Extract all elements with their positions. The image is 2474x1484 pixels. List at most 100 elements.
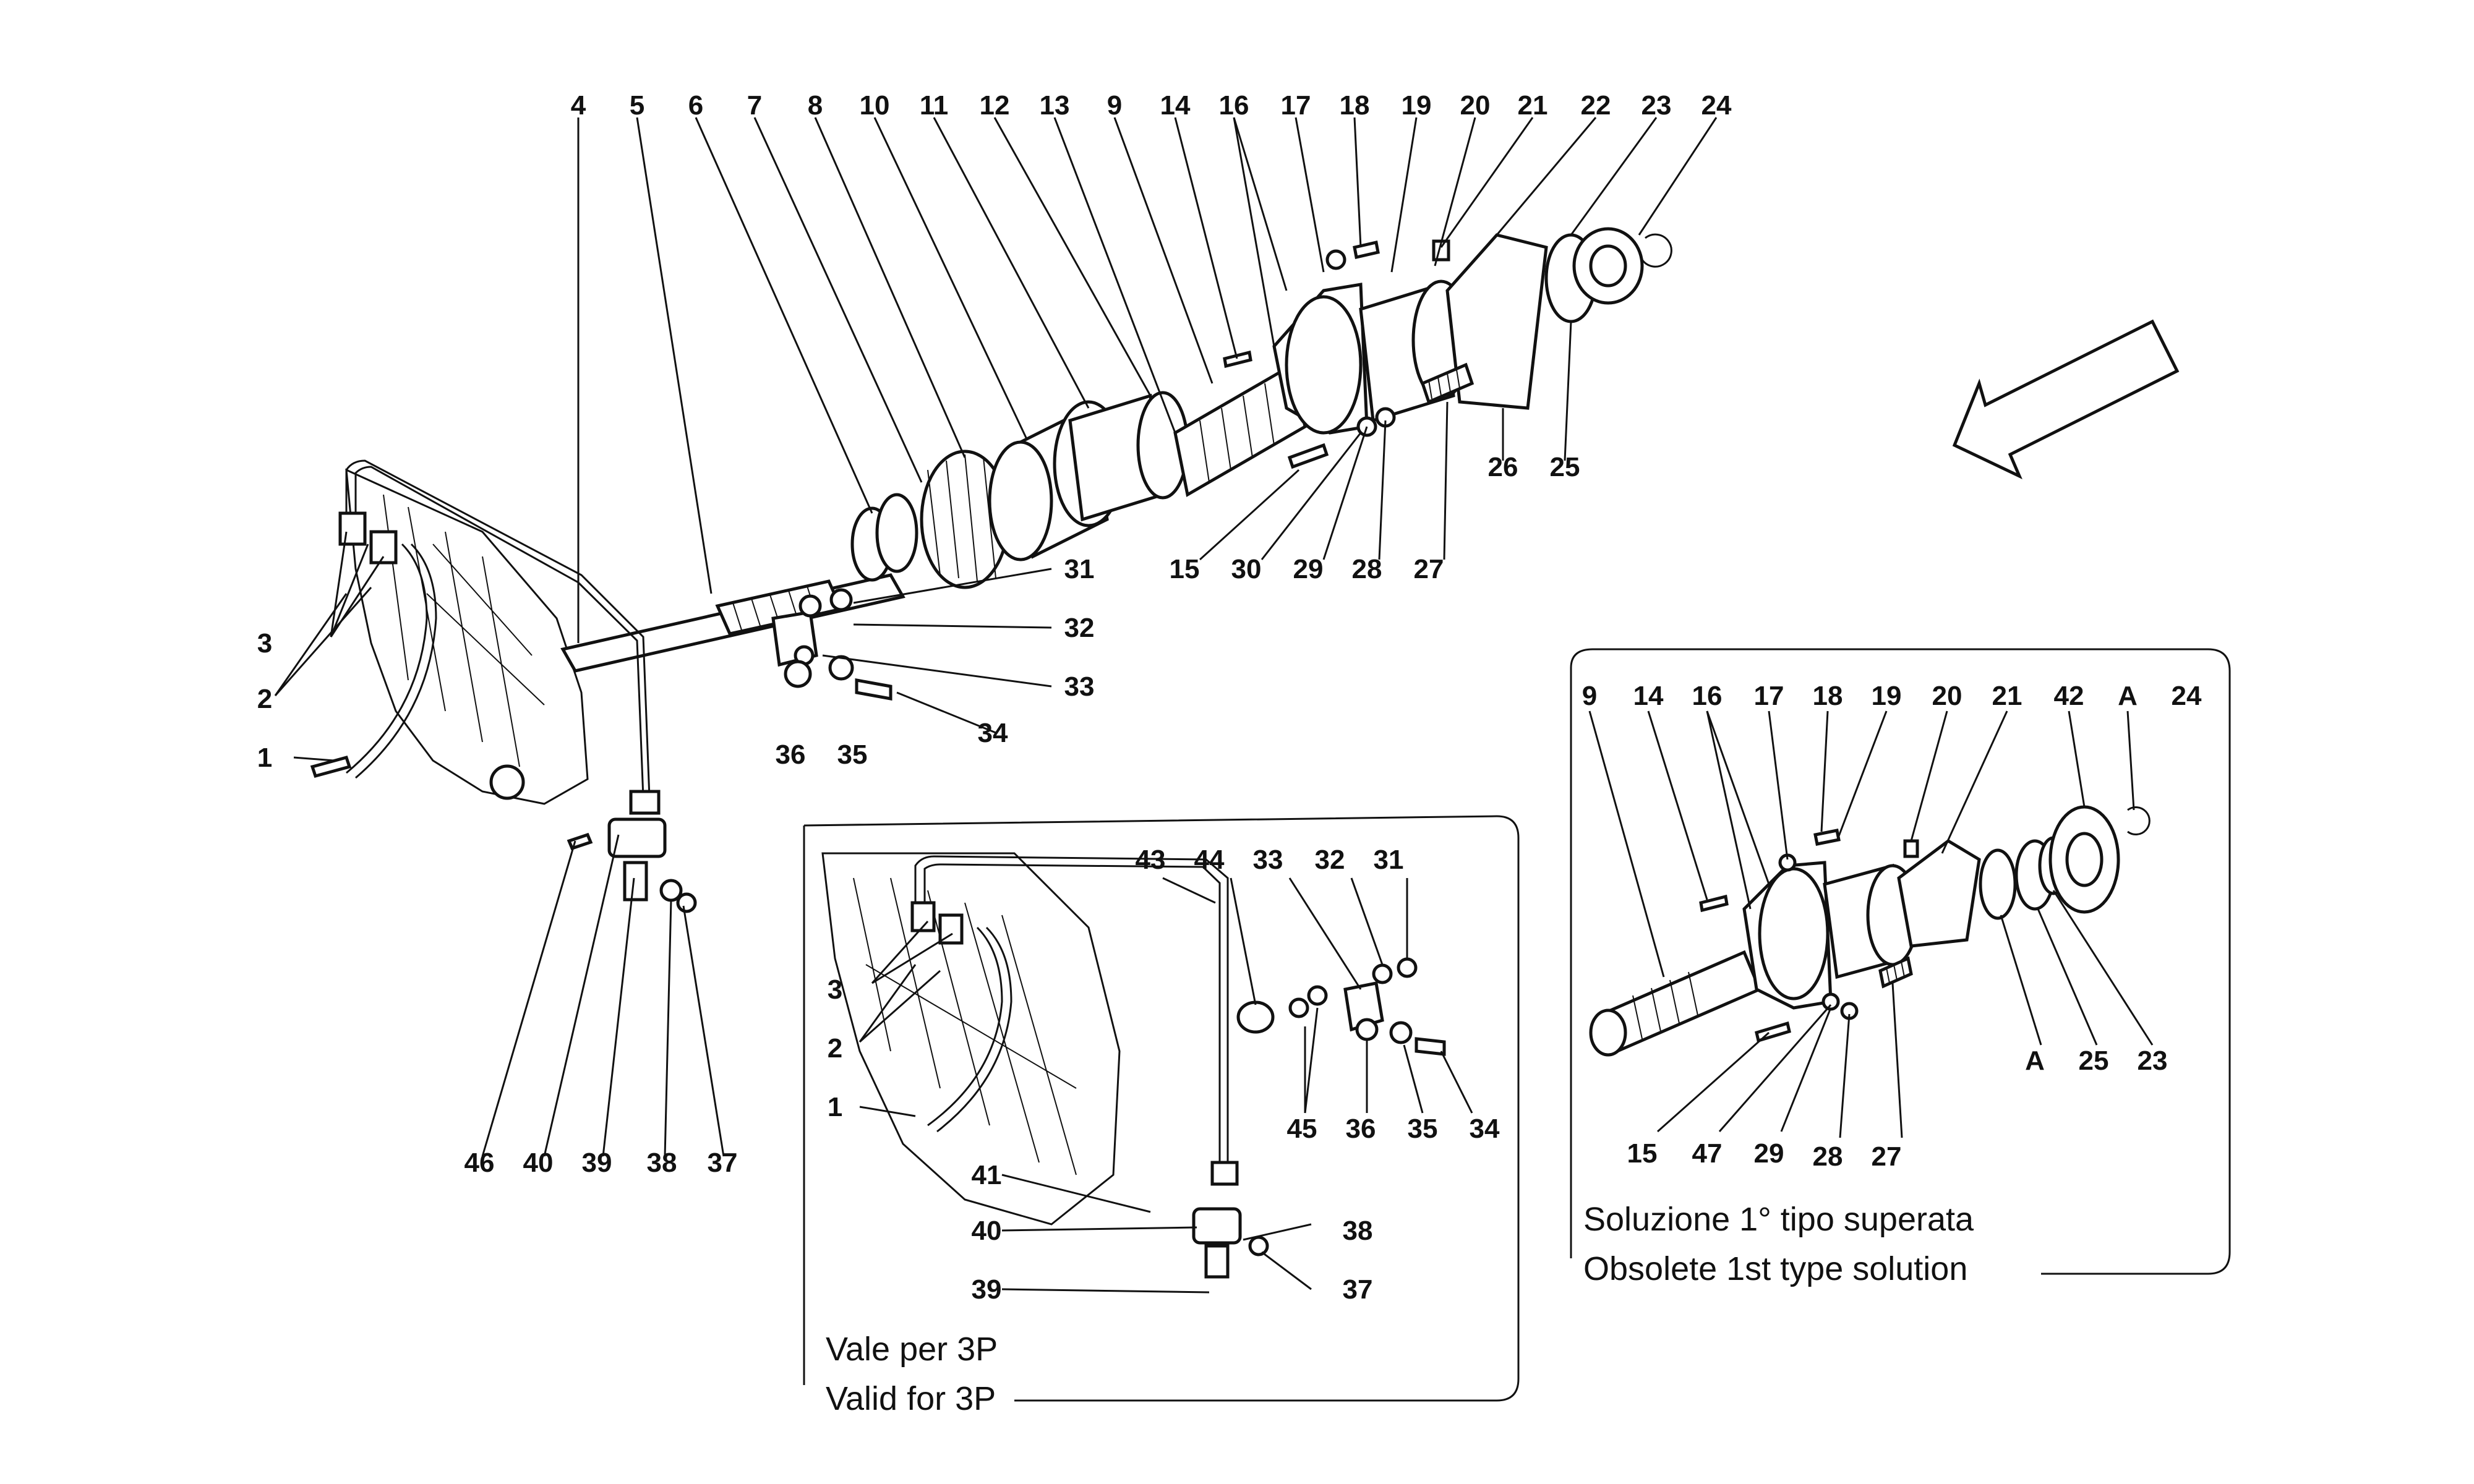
main-lower-callouts: 26 25 15 30 29 28 27 31 32 33 34 35 36 3… bbox=[257, 452, 1580, 1178]
callout-38: 38 bbox=[647, 1148, 677, 1178]
callout-11: 11 bbox=[920, 90, 949, 121]
callout-21: 21 bbox=[1518, 90, 1548, 121]
callout-13: 13 bbox=[1040, 90, 1070, 121]
obs-callout-28: 28 bbox=[1813, 1141, 1843, 1172]
inset3p-callout-32: 32 bbox=[1315, 845, 1345, 875]
callout-10: 10 bbox=[860, 90, 890, 121]
callout-33: 33 bbox=[1064, 672, 1095, 702]
output-flange bbox=[1223, 227, 1672, 469]
callout-40: 40 bbox=[523, 1148, 554, 1178]
callout-1: 1 bbox=[257, 743, 272, 773]
callout-39: 39 bbox=[582, 1148, 612, 1178]
callout-37: 37 bbox=[708, 1148, 738, 1178]
obs-callout-23: 23 bbox=[2138, 1046, 2168, 1076]
inset3p-callout-36: 36 bbox=[1346, 1114, 1376, 1144]
obs-callout-A-top: A bbox=[2118, 681, 2138, 711]
gearbox-housing bbox=[345, 468, 589, 805]
inset-obsolete-caption-en: Obsolete 1st type solution bbox=[1583, 1250, 1967, 1287]
inset3p-callout-37: 37 bbox=[1343, 1274, 1373, 1305]
inset-3p-callouts: 43 44 33 32 31 3 2 1 45 36 35 34 41 40 3… bbox=[828, 845, 1500, 1305]
obs-callout-24: 24 bbox=[2172, 681, 2202, 711]
inset3p-callout-38: 38 bbox=[1343, 1216, 1373, 1246]
obs-callout-47: 47 bbox=[1692, 1138, 1723, 1169]
inset-3p-caption-it: Vale per 3P bbox=[826, 1331, 998, 1368]
obs-callout-19: 19 bbox=[1872, 681, 1902, 711]
obs-callout-A-bottom: A bbox=[2025, 1046, 2045, 1076]
callout-4: 4 bbox=[571, 90, 586, 121]
inset-3p-housing bbox=[821, 852, 1121, 1226]
obs-callout-21: 21 bbox=[1992, 681, 2022, 711]
callout-26: 26 bbox=[1488, 452, 1518, 482]
callout-6: 6 bbox=[688, 90, 703, 121]
oil-pipe bbox=[310, 459, 697, 913]
inset-3p-leaders bbox=[858, 877, 1473, 1294]
callout-15: 15 bbox=[1170, 554, 1200, 584]
inset3p-callout-43: 43 bbox=[1136, 845, 1166, 875]
callout-35: 35 bbox=[837, 740, 868, 770]
inset3p-callout-45: 45 bbox=[1287, 1114, 1317, 1144]
inset-obsolete-callouts: 9 14 16 17 18 19 20 21 42 A 24 15 47 29 … bbox=[1582, 681, 2202, 1172]
callout-46: 46 bbox=[464, 1148, 495, 1178]
banjo-fitting bbox=[771, 588, 892, 701]
inset3p-callout-44: 44 bbox=[1194, 845, 1225, 875]
callout-22: 22 bbox=[1581, 90, 1611, 121]
inset-obsolete-solution: 9 14 16 17 18 19 20 21 42 A 24 15 47 29 … bbox=[1570, 648, 2231, 1287]
inset3p-callout-33: 33 bbox=[1253, 845, 1283, 875]
callout-17: 17 bbox=[1281, 90, 1311, 121]
inset3p-callout-3: 3 bbox=[828, 974, 842, 1005]
callout-16: 16 bbox=[1219, 90, 1249, 121]
callout-3: 3 bbox=[257, 628, 272, 659]
callout-12: 12 bbox=[980, 90, 1010, 121]
callout-20: 20 bbox=[1460, 90, 1491, 121]
callout-14: 14 bbox=[1160, 90, 1191, 121]
main-top-callouts: 4 5 6 7 8 10 11 12 13 9 14 16 17 18 19 2… bbox=[571, 90, 1732, 121]
obs-callout-25: 25 bbox=[2079, 1046, 2109, 1076]
obs-callout-29: 29 bbox=[1754, 1138, 1784, 1169]
obs-callout-42: 42 bbox=[2054, 681, 2084, 711]
callout-24: 24 bbox=[1701, 90, 1732, 121]
inset-3p-caption-en: Valid for 3P bbox=[826, 1380, 996, 1417]
callout-19: 19 bbox=[1402, 90, 1432, 121]
obs-callout-16: 16 bbox=[1692, 681, 1723, 711]
callout-31: 31 bbox=[1064, 554, 1095, 584]
callout-7: 7 bbox=[747, 90, 762, 121]
callout-27: 27 bbox=[1414, 554, 1444, 584]
inset3p-callout-40: 40 bbox=[972, 1216, 1002, 1246]
callout-9: 9 bbox=[1107, 90, 1122, 121]
callout-34: 34 bbox=[978, 718, 1008, 748]
callout-25: 25 bbox=[1550, 452, 1580, 482]
main-shaft bbox=[560, 573, 905, 673]
obs-callout-9: 9 bbox=[1582, 681, 1597, 711]
callout-29: 29 bbox=[1293, 554, 1324, 584]
inset-obsolete-leaders bbox=[1588, 710, 2154, 1138]
inset3p-callout-35: 35 bbox=[1408, 1114, 1438, 1144]
main-lower-leaders bbox=[274, 401, 1449, 1157]
inset3p-callout-34: 34 bbox=[1470, 1114, 1500, 1144]
inset-valid-for-3p: 43 44 33 32 31 3 2 1 45 36 35 34 41 40 3… bbox=[803, 815, 1520, 1417]
inset3p-callout-31: 31 bbox=[1374, 845, 1404, 875]
inset3p-callout-41: 41 bbox=[972, 1160, 1002, 1190]
callout-36: 36 bbox=[776, 740, 806, 770]
inset3p-callout-2: 2 bbox=[828, 1033, 842, 1064]
obs-callout-15: 15 bbox=[1627, 1138, 1658, 1169]
callout-18: 18 bbox=[1340, 90, 1370, 121]
inset-obsolete-caption-it: Soluzione 1° tipo superata bbox=[1583, 1201, 1974, 1238]
inset3p-callout-1: 1 bbox=[828, 1092, 842, 1122]
callout-23: 23 bbox=[1641, 90, 1672, 121]
callout-30: 30 bbox=[1231, 554, 1262, 584]
gear-stack bbox=[850, 362, 1307, 589]
callout-28: 28 bbox=[1352, 554, 1382, 584]
callout-2: 2 bbox=[257, 684, 272, 714]
callout-5: 5 bbox=[630, 90, 644, 121]
obs-callout-14: 14 bbox=[1633, 681, 1664, 711]
callout-32: 32 bbox=[1064, 613, 1095, 643]
obs-callout-17: 17 bbox=[1754, 681, 1784, 711]
obs-callout-18: 18 bbox=[1813, 681, 1843, 711]
inset-3p-pipe bbox=[910, 855, 1446, 1279]
inset3p-callout-39: 39 bbox=[972, 1274, 1002, 1305]
arrow-down-left-icon bbox=[1952, 319, 2180, 480]
main-assembly: 4 5 6 7 8 10 11 12 13 9 14 16 17 18 19 2… bbox=[257, 90, 1732, 1178]
inset-obsolete-shaft bbox=[1589, 805, 2151, 1057]
callout-8: 8 bbox=[808, 90, 823, 121]
